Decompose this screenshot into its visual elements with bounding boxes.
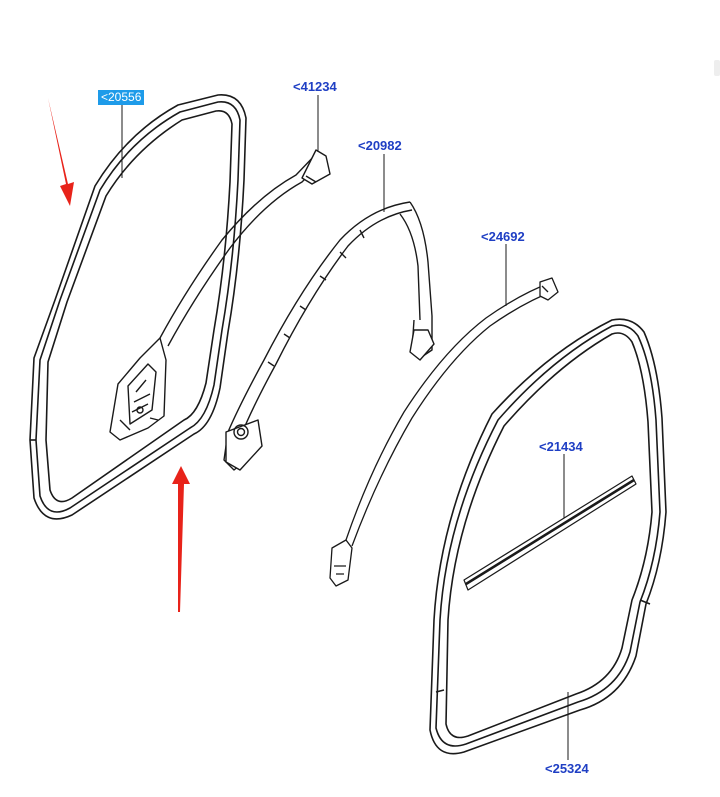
callout-part-25324[interactable]: <25324 — [545, 761, 589, 776]
part-21434-belt-molding[interactable] — [463, 475, 637, 591]
callout-part-20982[interactable]: <20982 — [358, 138, 402, 153]
part-24692-belt-strip[interactable] — [329, 277, 559, 587]
callout-part-41234[interactable]: <41234 — [293, 79, 337, 94]
part-20982-pillar-seal[interactable] — [223, 201, 435, 471]
part-41234-window-channel[interactable] — [109, 149, 331, 441]
red-arrow-down-icon — [48, 98, 74, 206]
red-arrow-up-icon — [172, 466, 190, 612]
callout-part-24692[interactable]: <24692 — [481, 229, 525, 244]
scroll-edge-indicator — [714, 60, 720, 76]
callout-part-21434[interactable]: <21434 — [539, 439, 583, 454]
callout-part-20556[interactable]: <20556 — [98, 90, 145, 105]
part-25324-door-opening-seal[interactable] — [429, 318, 667, 755]
leader-lines — [121, 95, 569, 760]
part-20556-door-frame-seal[interactable] — [29, 94, 247, 520]
red-annotation-arrows — [48, 98, 190, 612]
